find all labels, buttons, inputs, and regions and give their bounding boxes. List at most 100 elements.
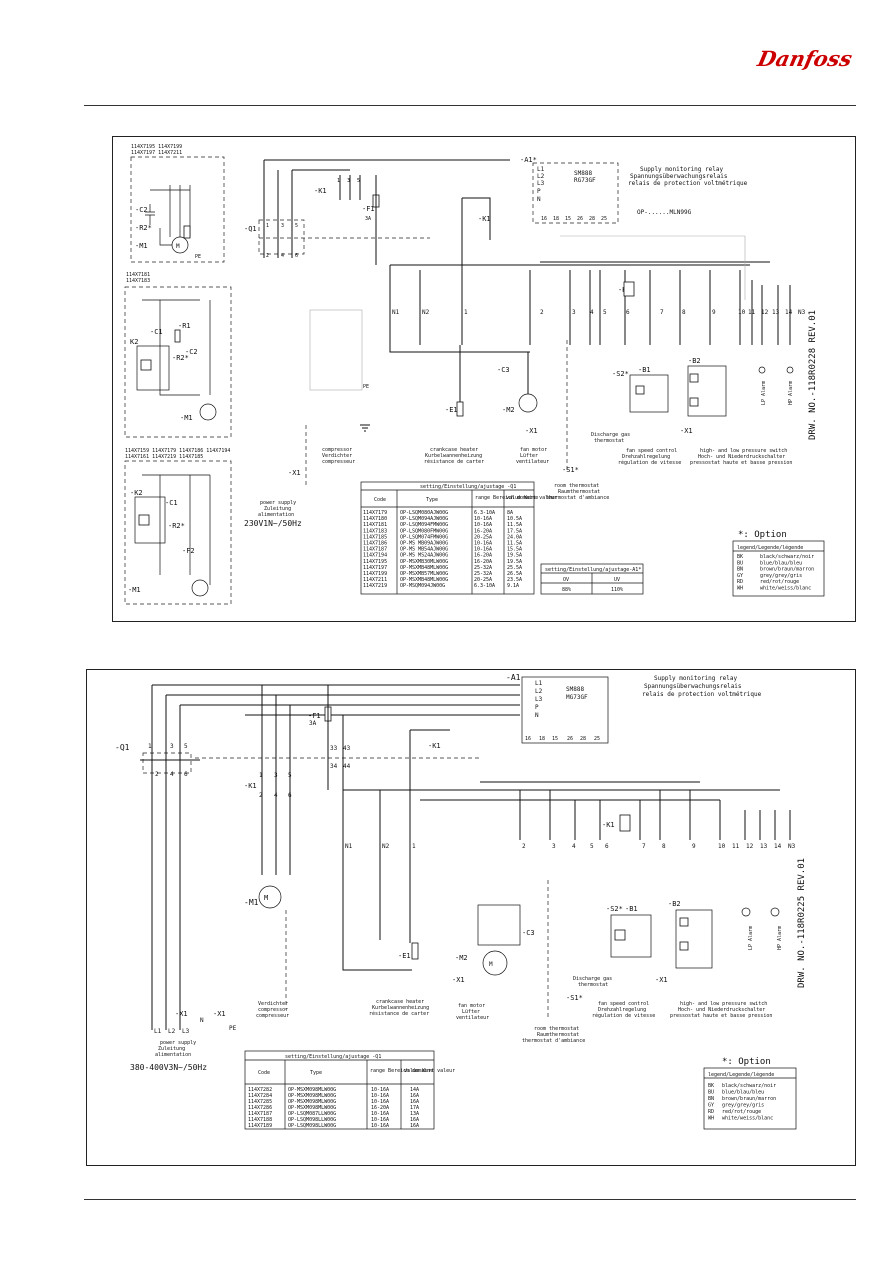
svg-text:L3: L3 bbox=[537, 180, 545, 187]
F1-rating-top: 3A bbox=[365, 216, 371, 222]
relay-model-bot-1: SM888 bbox=[566, 686, 584, 693]
footer-rule bbox=[84, 1199, 856, 1200]
svg-text:résistance de carter: résistance de carter bbox=[369, 1010, 429, 1017]
svg-text:N: N bbox=[537, 196, 541, 203]
label-X1-fan-bot: -X1 bbox=[452, 976, 465, 984]
breaker-Q1-top bbox=[258, 219, 305, 255]
svg-text:Supply monitoring relay: Supply monitoring relay bbox=[654, 675, 737, 682]
legend-code: BK bbox=[708, 1083, 714, 1089]
table-cell: 19.5A bbox=[507, 553, 522, 559]
table-cell: 114X7194 bbox=[363, 553, 387, 559]
svg-text:18: 18 bbox=[553, 216, 559, 222]
table-cell: OP-MS MB54AJW00G bbox=[400, 547, 448, 553]
svg-text:4: 4 bbox=[274, 792, 278, 799]
label-C2: -C2 bbox=[135, 206, 148, 214]
svg-text:1: 1 bbox=[148, 743, 152, 750]
label-B2-top: -B2 bbox=[688, 357, 701, 365]
table-cell: 8A bbox=[507, 510, 513, 516]
svg-text:L2: L2 bbox=[168, 1028, 176, 1035]
table-cell: 17A bbox=[410, 1105, 419, 1111]
label-F1-bot: -F1 bbox=[308, 712, 321, 720]
svg-text:thermostat d'ambiance: thermostat d'ambiance bbox=[522, 1038, 585, 1044]
svg-text:5: 5 bbox=[295, 223, 298, 229]
table-cell: 25-32A bbox=[474, 571, 492, 577]
label-A1-top: -A1* bbox=[520, 156, 537, 164]
label-A1-bot: -A1 bbox=[506, 673, 521, 682]
table-cell: 114X7282 bbox=[248, 1087, 272, 1093]
svg-text:L2: L2 bbox=[537, 173, 545, 180]
motor-M2-top bbox=[518, 393, 538, 413]
label-K1-aux: -K1 bbox=[478, 215, 491, 223]
label-S1-bot: -S1* bbox=[566, 994, 583, 1002]
pressure-switch-B2-top bbox=[687, 365, 727, 417]
table-cell: 16-20A bbox=[474, 553, 492, 559]
svg-text:Danfoss: Danfoss bbox=[754, 47, 854, 72]
table-cell: 10-16A bbox=[371, 1123, 389, 1129]
svg-text:1: 1 bbox=[259, 772, 263, 779]
table-cell: 10-16A bbox=[371, 1117, 389, 1123]
svg-text:8: 8 bbox=[662, 843, 666, 850]
svg-text:8: 8 bbox=[682, 309, 686, 316]
motor-M2-bot bbox=[482, 950, 508, 976]
table-cell: 10-16A bbox=[474, 541, 492, 547]
svg-text:L3: L3 bbox=[182, 1028, 190, 1035]
svg-text:2: 2 bbox=[155, 771, 159, 778]
label-M2-bot: -M2 bbox=[455, 954, 468, 962]
table-cell: 10-16A bbox=[474, 522, 492, 528]
svg-text:PE: PE bbox=[363, 384, 369, 390]
table-cell: OP-LSQM094FMW00G bbox=[400, 522, 448, 528]
svg-text:thermostat: thermostat bbox=[594, 438, 624, 444]
label-C1: -C1 bbox=[150, 328, 163, 336]
table-cell: OP-MSXM098MLW00G bbox=[288, 1087, 336, 1093]
svg-text:13: 13 bbox=[760, 843, 768, 850]
svg-text:7: 7 bbox=[642, 843, 646, 850]
svg-text:Code: Code bbox=[374, 497, 386, 503]
svg-text:3: 3 bbox=[170, 743, 174, 750]
svg-text:110%: 110% bbox=[611, 587, 623, 593]
variants-c-1: 114X7159 114X7179 114X7186 114X7194 bbox=[125, 448, 230, 454]
svg-text:3: 3 bbox=[347, 178, 350, 184]
relay-K2b-box bbox=[134, 496, 166, 544]
svg-text:résistance de carter: résistance de carter bbox=[424, 458, 484, 465]
table-cell: OP-MSXM098MLW00G bbox=[288, 1099, 336, 1105]
top-diagram: 114X7195 114X7199 114X7197 114X7211 114X… bbox=[124, 144, 825, 605]
label-S2-top: -S2* bbox=[612, 370, 629, 378]
svg-text:Drehzahlregelung: Drehzahlregelung bbox=[622, 454, 670, 460]
label-X1-bot-b: -X1 bbox=[213, 1010, 226, 1018]
svg-text:3: 3 bbox=[274, 772, 278, 779]
table-cell: 114X7219 bbox=[363, 583, 387, 589]
table-cell: 10-16A bbox=[371, 1099, 389, 1105]
table-cell: 16-20A bbox=[474, 528, 492, 534]
setting2-title: setting/Einstellung/ajustage-A1* bbox=[545, 567, 641, 573]
label-B1-bot: -B1 bbox=[625, 905, 638, 913]
table-cell: 10.5A bbox=[507, 516, 522, 522]
svg-text:fan speed control: fan speed control bbox=[626, 448, 677, 454]
svg-text:PE: PE bbox=[229, 1025, 237, 1032]
label-C1c: -C1 bbox=[165, 499, 178, 507]
svg-text:Type: Type bbox=[426, 497, 438, 503]
table-cell: 24.0A bbox=[507, 534, 522, 540]
svg-text:N2: N2 bbox=[422, 309, 430, 316]
table-cell: 26.5A bbox=[507, 571, 522, 577]
label-X1-ps: -X1 bbox=[680, 427, 693, 435]
motor-M1-a bbox=[171, 236, 189, 254]
relay-K2-box bbox=[136, 345, 170, 391]
svg-text:13: 13 bbox=[772, 309, 780, 316]
fan-speed-B1-top bbox=[629, 374, 669, 413]
svg-text:régulation de vitesse: régulation de vitesse bbox=[618, 459, 681, 466]
label-F1-top: -F1 bbox=[362, 205, 375, 213]
svg-text:9: 9 bbox=[692, 843, 696, 850]
table-cell: OP-MSQM094JW00G bbox=[400, 583, 445, 589]
label-X1-ps-bot: -X1 bbox=[655, 976, 668, 984]
svg-text:value Wert valeur: value Wert valeur bbox=[506, 495, 557, 501]
variant-box-c bbox=[124, 460, 232, 605]
motor-M1-b bbox=[199, 403, 217, 421]
F1-rating-bot: 3A bbox=[309, 720, 317, 727]
svg-text:M: M bbox=[489, 961, 493, 968]
fan-speed-B1-bot bbox=[610, 914, 652, 958]
svg-text:18: 18 bbox=[539, 736, 545, 742]
table-cell: 10-16A bbox=[371, 1111, 389, 1117]
svg-text:14: 14 bbox=[774, 843, 782, 850]
option-top: *: Option bbox=[738, 530, 787, 540]
